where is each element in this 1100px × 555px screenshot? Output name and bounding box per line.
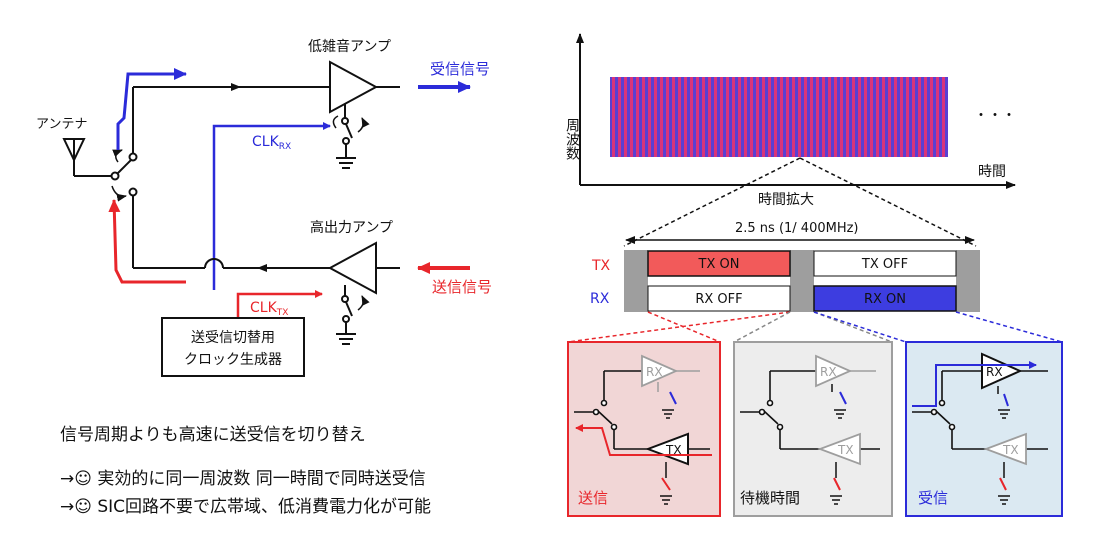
tx-off-block	[813, 250, 957, 277]
caption-line-2: →☺ 実効的に同一周波数 同一時間で同時送受信	[60, 469, 426, 489]
spectrum-band	[610, 77, 948, 157]
spectrum-ellipsis: ・・・	[974, 108, 1016, 124]
rx-on-label: RX ON	[864, 292, 906, 307]
standby-panel: RX TX 待機時間	[733, 341, 893, 517]
rx-on-block	[813, 285, 957, 312]
transmit-panel-label: 送信	[578, 489, 608, 507]
caption-line-1: 信号周期よりも高速に送受信を切り替え	[60, 425, 366, 445]
clock-gen-line1: 送受信切替用	[191, 330, 275, 346]
rx-signal-label: 受信信号	[430, 60, 490, 78]
receive-panel-label: 受信	[918, 489, 948, 507]
clock-generator-box	[161, 317, 305, 377]
antenna-icon	[62, 138, 86, 176]
guard-block	[956, 250, 980, 312]
rx-off-block	[647, 285, 791, 312]
guard-block	[790, 250, 814, 312]
tx-on-block	[647, 250, 791, 277]
hpa-amplifier	[327, 241, 377, 295]
antenna-label: アンテナ	[36, 117, 87, 132]
clk-rx-label: CLKRX	[252, 134, 291, 152]
circuit-diagram: アンテナ 低雑音アンプ 受信信号	[36, 38, 492, 377]
clock-gen-line2: クロック生成器	[184, 352, 282, 368]
rx-off-label: RX OFF	[695, 292, 742, 307]
tx-flow-arrow	[108, 199, 186, 284]
clk-tx-line	[236, 290, 323, 318]
receive-panel: RX TX 受信	[905, 341, 1063, 517]
standby-tx-amp-label: TX	[837, 443, 854, 457]
lna-amplifier	[329, 60, 379, 114]
spectrogram: 周波数 時間 ・・・ 時間拡大	[564, 33, 1016, 247]
lna-ground-switch	[336, 104, 356, 169]
transmit-rx-amp-label: RX	[646, 365, 663, 379]
hpa-ground-switch	[336, 285, 356, 345]
tx-on-label: TX ON	[698, 257, 740, 272]
rx-row-label: RX	[590, 291, 610, 307]
tx-signal-label: 送信信号	[432, 278, 492, 296]
tx-row-label: TX	[591, 258, 611, 274]
antenna-switch	[74, 87, 138, 268]
standby-panel-label: 待機時間	[740, 489, 800, 507]
clk-rx-line	[212, 122, 331, 290]
timing-diagram: 2.5 ns (1/ 400MHz) TX RX TX ON TX OFF RX…	[567, 221, 1063, 343]
receive-tx-amp-label: TX	[1002, 443, 1019, 457]
transmit-panel: RX TX 送信	[567, 341, 721, 517]
standby-rx-amp-label: RX	[820, 365, 837, 379]
spectrum-xlabel: 時間	[978, 164, 1006, 180]
lna-label: 低雑音アンプ	[308, 38, 391, 55]
transmit-tx-amp-label: TX	[665, 443, 682, 457]
spectrum-ylabel: 周波数	[564, 118, 580, 160]
hpa-label: 高出力アンプ	[310, 219, 393, 236]
period-label: 2.5 ns (1/ 400MHz)	[735, 221, 859, 236]
zoom-label: 時間拡大	[758, 192, 814, 208]
tx-off-label: TX OFF	[861, 257, 908, 272]
receive-rx-amp-label: RX	[986, 365, 1003, 379]
caption-line-3: →☺ SIC回路不要で広帯域、低消費電力化が可能	[60, 497, 432, 517]
clk-tx-label: CLKTX	[250, 300, 288, 318]
guard-block	[624, 250, 648, 312]
rx-flow-arrow	[116, 68, 187, 150]
